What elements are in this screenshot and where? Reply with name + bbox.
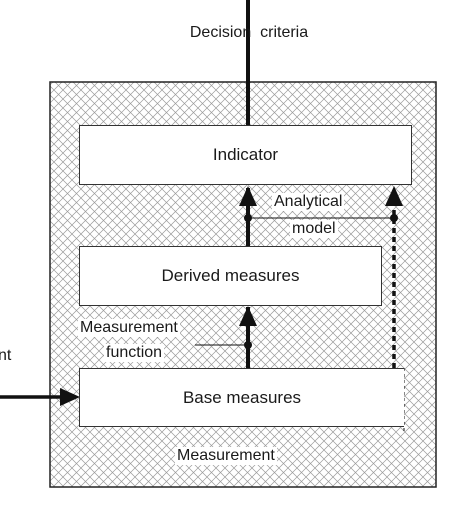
- base-measures-box: Base measures: [79, 368, 404, 427]
- derived-measures-label: Derived measures: [161, 266, 300, 285]
- measurement-function-dot: [244, 341, 252, 349]
- base-measures-label: Base measures: [182, 387, 302, 407]
- base-to-derived-arrowhead: [239, 306, 257, 326]
- incoming-arrowhead: [60, 388, 80, 406]
- analytical-model-line2: model: [290, 220, 338, 238]
- indicator-label: Indicator: [212, 145, 279, 164]
- decision-criteria-label: Decision criteria: [189, 24, 309, 41]
- measurement-function-line2: function: [104, 344, 165, 362]
- measurement-label: Measurement: [175, 447, 277, 465]
- analytical-model-dot-right: [390, 214, 398, 222]
- analytical-model-dot-left: [244, 214, 252, 222]
- analytical-model-line1: Analytical: [272, 193, 345, 211]
- base-to-indicator-arrowhead: [385, 186, 403, 206]
- indicator-box: Indicator: [79, 125, 412, 185]
- derived-to-indicator-arrowhead: [239, 186, 257, 206]
- derived-measures-box: Derived measures: [79, 246, 382, 306]
- measurement-function-line1: Measurement: [78, 319, 180, 337]
- left-partial-label: nt: [0, 347, 12, 364]
